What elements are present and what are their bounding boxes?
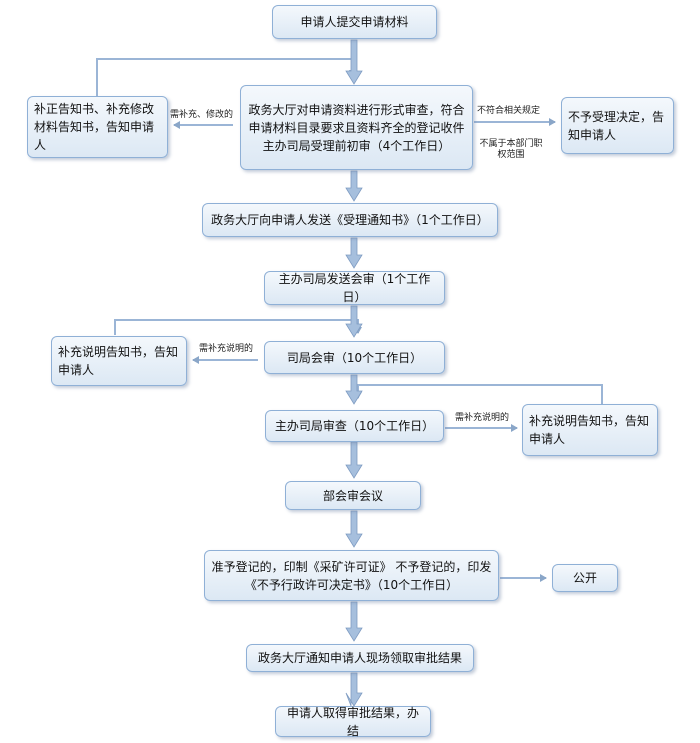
edge-label-need-supplement-1: 需补充说明的 — [199, 344, 254, 354]
node-text: 司局会审（10个工作日） — [286, 350, 423, 365]
node-formal-review: 政务大厅对申请资料进行形式审查，符合申请材料目录要求且资料齐全的登记收件主办司局… — [240, 85, 473, 170]
node-text: 部会审会议 — [322, 488, 383, 503]
node-supplement-notice-left: 补充说明告知书，告知申请人 — [51, 336, 187, 386]
loop-line-2 — [114, 319, 362, 335]
node-send-joint-review: 主办司局发送会审（1个工作日） — [264, 271, 445, 305]
edge-label-not-compliant: 不符合相关规定 — [477, 106, 541, 116]
down-arrow-5 — [345, 374, 363, 405]
node-notify-pickup: 政务大厅通知申请人现场领取审批结果 — [246, 644, 474, 672]
node-text: 政务大厅对申请资料进行形式审查，符合申请材料目录要求且资料齐全的登记收件主办司局… — [248, 102, 465, 153]
down-arrow-3 — [345, 237, 363, 269]
down-arrow-4 — [345, 305, 363, 338]
down-arrow-6 — [345, 441, 363, 479]
down-arrow-1 — [345, 39, 363, 85]
down-arrow-2 — [345, 170, 363, 202]
node-submit-materials: 申请人提交申请材料 — [272, 5, 437, 39]
node-text: 政务大厅向申请人发送《受理通知书》（1个工作日） — [211, 213, 489, 227]
node-text: 申请人取得审批结果，办结 — [286, 705, 419, 738]
edge-label-not-in-scope: 不属于本部门职权范围 — [478, 139, 544, 161]
edge-label-text: 不属于本部门职权范围 — [479, 139, 543, 160]
down-arrow-7 — [345, 510, 363, 548]
node-text: 主办司局发送会审（1个工作日） — [278, 272, 431, 304]
node-text: 准予登记的，印制《采矿许可证》 不予登记的，印发《不予行政许可决定书》（10个工… — [211, 559, 492, 592]
node-text: 不予受理决定，告知申请人 — [568, 109, 665, 142]
node-text: 补充说明告知书，告知申请人 — [529, 414, 650, 446]
node-reject-decision: 不予受理决定，告知申请人 — [561, 97, 674, 154]
edge-label-need-supplement-2: 需补充说明的 — [455, 413, 510, 423]
node-supplement-notice-right: 补充说明告知书，告知申请人 — [522, 404, 658, 456]
down-arrow-9 — [345, 672, 363, 707]
node-text: 申请人提交申请材料 — [300, 15, 409, 29]
node-text: 补正告知书、补充修改材料告知书，告知申请人 — [34, 102, 155, 152]
node-text: 主办司局审查（10个工作日） — [274, 419, 435, 433]
node-text: 公开 — [572, 571, 597, 585]
node-bureau-joint-review: 司局会审（10个工作日） — [264, 341, 445, 374]
node-correction-notice: 补正告知书、补充修改材料告知书，告知申请人 — [27, 96, 168, 158]
down-arrow-8 — [345, 601, 363, 642]
node-acceptance-notice: 政务大厅向申请人发送《受理通知书》（1个工作日） — [202, 203, 498, 237]
edge-label-supplement-modify: 需补充、修改的 — [170, 110, 234, 120]
node-text: 补充说明告知书，告知申请人 — [58, 345, 179, 377]
node-lead-bureau-review: 主办司局审查（10个工作日） — [265, 410, 444, 442]
node-text: 政务大厅通知申请人现场领取审批结果 — [257, 651, 462, 665]
node-complete: 申请人取得审批结果，办结 — [275, 705, 431, 738]
node-publish: 公开 — [552, 564, 618, 592]
node-ministry-meeting: 部会审会议 — [285, 481, 421, 510]
node-permit-decision: 准予登记的，印制《采矿许可证》 不予登记的，印发《不予行政许可决定书》（10个工… — [204, 550, 499, 601]
